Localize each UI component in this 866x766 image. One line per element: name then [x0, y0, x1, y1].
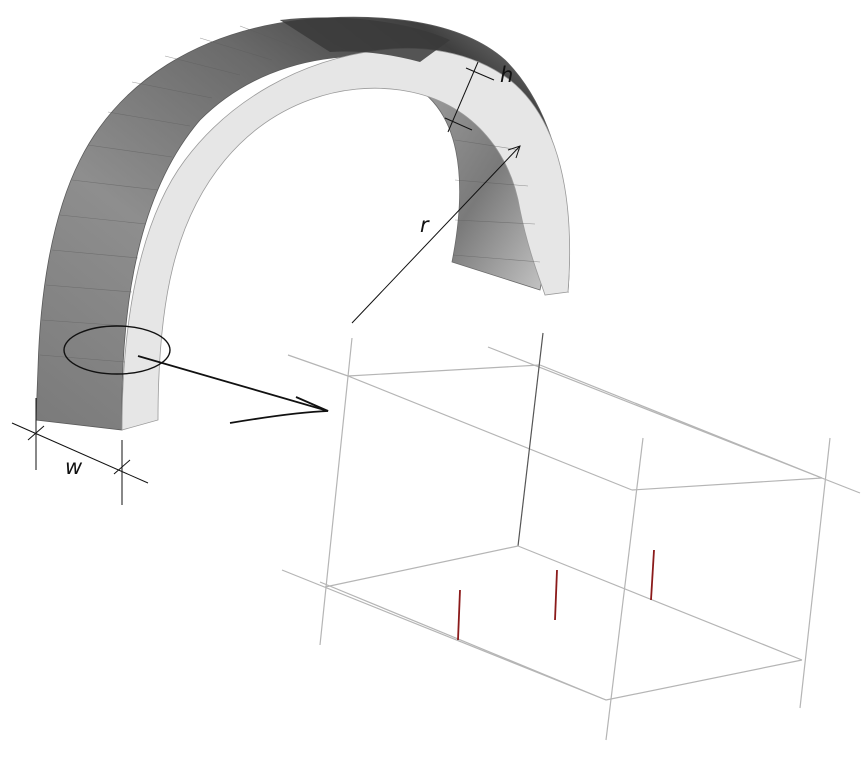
mesh-detail [281, 332, 861, 741]
radius-dimension [351, 145, 521, 324]
rebar-bars [457, 549, 655, 641]
width-label: w [65, 455, 83, 479]
rebar-bar [650, 549, 655, 601]
width-dimension [11, 398, 149, 505]
zoom-arrow-icon [137, 355, 329, 424]
arch-front-face [121, 47, 570, 431]
radius-label: r [420, 213, 430, 237]
zoom-region-ellipse [63, 325, 171, 375]
height-dimension [444, 61, 495, 133]
rebar-bar [554, 569, 558, 621]
height-label: h [500, 63, 513, 87]
rebar-bar [457, 589, 461, 641]
arch-crown [280, 17, 450, 62]
arch [35, 16, 570, 431]
